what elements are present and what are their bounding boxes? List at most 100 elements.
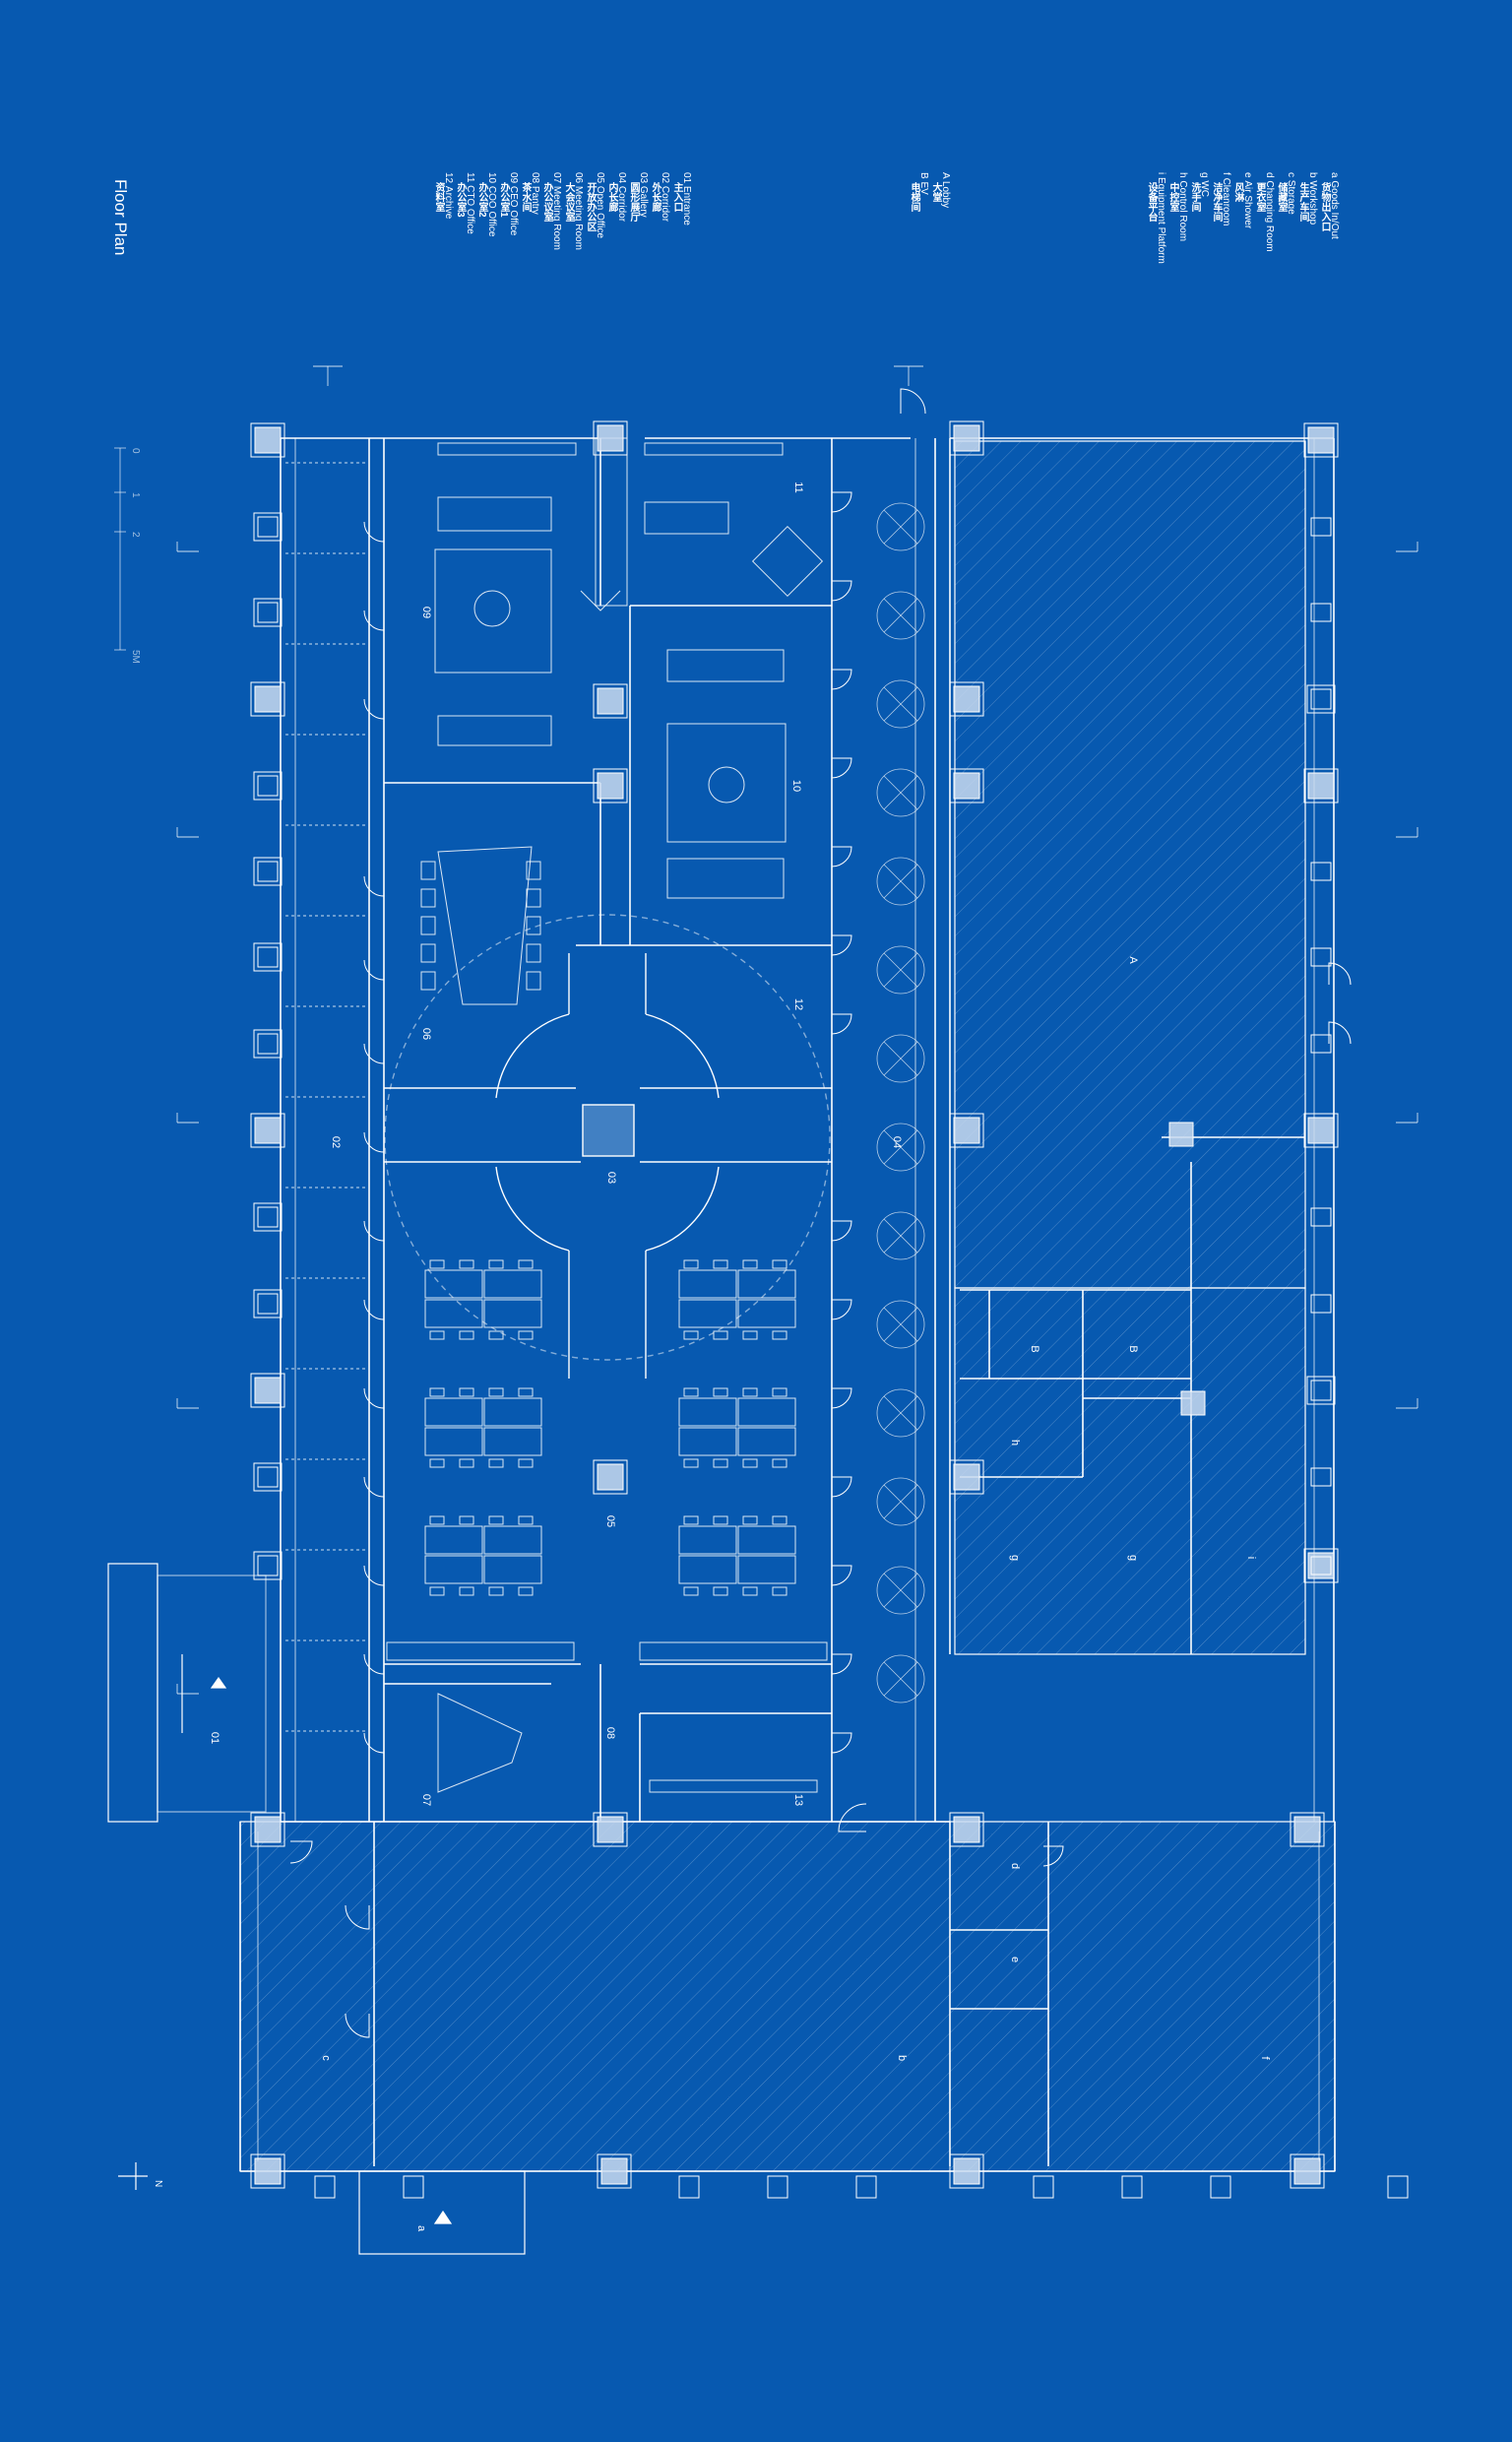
coffee-table bbox=[473, 590, 511, 627]
window-column bbox=[1310, 1294, 1332, 1314]
planter-cross bbox=[883, 509, 918, 545]
chair bbox=[459, 1458, 474, 1468]
structural-column bbox=[1168, 1122, 1194, 1147]
room-label: 05 bbox=[604, 1515, 616, 1527]
chair bbox=[683, 1515, 699, 1525]
furniture bbox=[386, 437, 828, 1793]
legend-number: 02 bbox=[660, 172, 670, 186]
planter-cross bbox=[883, 1041, 918, 1076]
gallery-dashed-circle bbox=[384, 914, 831, 1361]
legend-chinese: 风淋 bbox=[1232, 182, 1243, 202]
planter bbox=[876, 1123, 925, 1172]
legend-number: 08 bbox=[530, 172, 540, 186]
planter bbox=[876, 591, 925, 640]
room-label: B bbox=[1029, 1345, 1040, 1352]
planter-cross bbox=[883, 598, 918, 633]
legend-number: b bbox=[1307, 172, 1318, 181]
column-outline bbox=[597, 2153, 632, 2189]
chair bbox=[742, 1458, 758, 1468]
legend-english: EV bbox=[918, 181, 929, 195]
chair bbox=[420, 916, 436, 935]
column-outline bbox=[253, 1029, 283, 1059]
gallery bbox=[384, 914, 831, 1379]
door-swing bbox=[900, 388, 926, 415]
legend-english: Storage bbox=[1286, 179, 1296, 215]
column-outline bbox=[949, 768, 984, 803]
room-label: i bbox=[1245, 1557, 1257, 1559]
column-outline bbox=[1290, 1812, 1325, 1847]
legend-chinese: 茶水间 bbox=[520, 182, 531, 212]
gallery-arc-ne bbox=[645, 1013, 720, 1099]
desk bbox=[678, 1427, 737, 1456]
structural-column bbox=[1180, 1390, 1206, 1416]
window-column bbox=[1310, 1207, 1332, 1227]
room-label: d bbox=[1009, 1863, 1021, 1869]
column-outline bbox=[949, 1812, 984, 1847]
window-column bbox=[1210, 2175, 1231, 2199]
planter bbox=[876, 945, 925, 995]
stair-mark bbox=[580, 590, 621, 611]
door-swing bbox=[838, 1803, 867, 1832]
door-swing bbox=[831, 1013, 852, 1035]
legend-chinese: 更衣室 bbox=[1254, 182, 1265, 212]
legend-chinese: 大会议室 bbox=[563, 182, 574, 222]
structural-column bbox=[257, 1033, 279, 1055]
structural-column bbox=[953, 1117, 980, 1144]
legend-english: Changing Room bbox=[1264, 180, 1275, 252]
counter bbox=[649, 1779, 818, 1793]
legend-chinese: 大堂 bbox=[930, 182, 941, 202]
chair bbox=[772, 1330, 788, 1340]
planter bbox=[876, 1211, 925, 1260]
door-swing bbox=[363, 959, 385, 981]
legend-english: CEO Office bbox=[508, 185, 519, 236]
office-desk bbox=[644, 501, 729, 535]
planter-cross bbox=[883, 686, 918, 722]
column-outline bbox=[593, 1459, 628, 1495]
column-outline bbox=[250, 1812, 285, 1847]
legend-english: Pantry bbox=[530, 185, 540, 215]
chair bbox=[488, 1387, 504, 1397]
column-outline bbox=[1306, 1376, 1336, 1405]
desk bbox=[678, 1525, 737, 1555]
structural-column bbox=[597, 1463, 624, 1491]
legend-entry: 03 Gallery bbox=[638, 172, 649, 218]
column-outline bbox=[593, 768, 628, 803]
room-label: 10 bbox=[790, 780, 802, 792]
window-column bbox=[678, 2175, 700, 2199]
chair bbox=[526, 971, 541, 991]
legend-chinese: 办公议室 bbox=[541, 182, 552, 222]
desk bbox=[737, 1269, 796, 1299]
room-label: 08 bbox=[604, 1727, 616, 1739]
room-label: 06 bbox=[420, 1028, 432, 1040]
structural-column bbox=[953, 772, 980, 800]
window-column bbox=[1387, 2175, 1409, 2199]
door-swing bbox=[363, 1565, 385, 1586]
legend-entry: b Workshop bbox=[1307, 172, 1318, 225]
thin-lines bbox=[176, 365, 1418, 2161]
door-swing bbox=[345, 2013, 370, 2038]
desk bbox=[483, 1397, 542, 1427]
legend-entry: 01 Entrance bbox=[681, 172, 692, 225]
legend-chinese: 主入口 bbox=[671, 182, 682, 212]
chair bbox=[526, 943, 541, 963]
column-outline bbox=[253, 598, 283, 627]
door-swing bbox=[831, 491, 852, 513]
legend-chinese: 办公室1 bbox=[498, 182, 509, 218]
gallery-arc-nw bbox=[495, 1013, 570, 1099]
column-outline bbox=[1290, 2153, 1325, 2189]
window-column bbox=[767, 2175, 788, 2199]
structural-column bbox=[953, 2157, 980, 2185]
desk bbox=[678, 1555, 737, 1584]
door-swing bbox=[289, 1840, 313, 1864]
meeting-table bbox=[751, 525, 824, 598]
chair bbox=[683, 1586, 699, 1596]
lounge-rug bbox=[666, 723, 787, 843]
door-swing bbox=[363, 610, 385, 631]
legend-chinese: 电梯间 bbox=[909, 182, 919, 212]
legend-number: 04 bbox=[616, 172, 627, 186]
column-outline bbox=[949, 2153, 984, 2189]
legend-english: Meeting Room bbox=[551, 185, 562, 250]
legend-number: 03 bbox=[638, 172, 649, 186]
legend-number: 07 bbox=[551, 172, 562, 186]
room-label: 01 bbox=[209, 1732, 220, 1744]
